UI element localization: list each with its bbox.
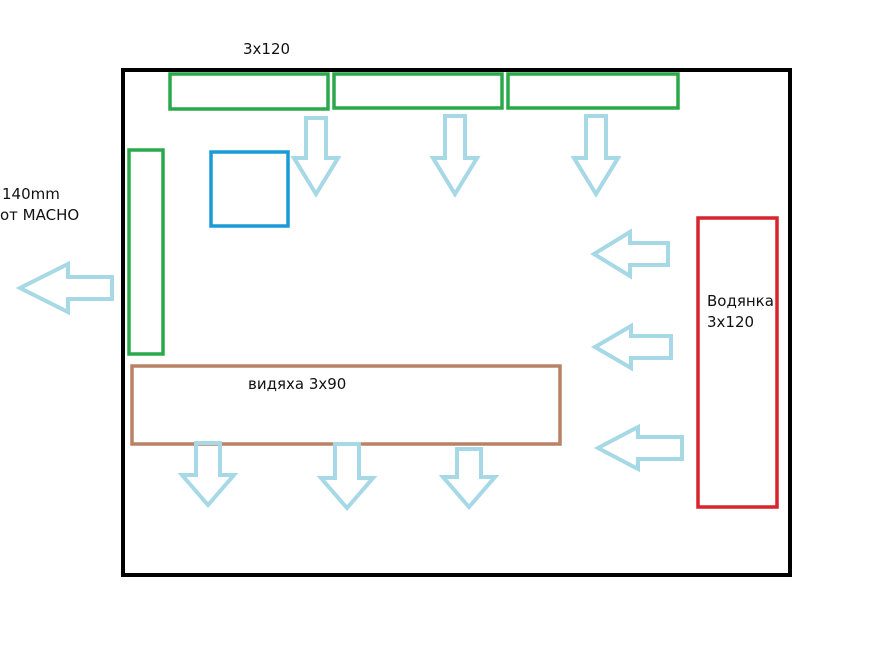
airflow-arrow-top-1 [290, 116, 342, 198]
cpu-cooler [209, 150, 290, 228]
airflow-arrow-rad-3 [593, 423, 684, 473]
top-fan-2 [332, 72, 504, 110]
radiator [696, 216, 779, 509]
top-fan-1 [168, 72, 330, 111]
radiator-label-line2: 3x120 [707, 313, 755, 331]
airflow-arrow-gpu-3 [438, 447, 500, 511]
airflow-arrow-top-3 [570, 114, 622, 198]
airflow-arrow-gpu-2 [316, 442, 378, 512]
rear-fan-label-line2: от MACHO [0, 206, 80, 224]
airflow-arrow-top-2 [429, 114, 481, 198]
gpu-label: видяха 3x90 [248, 375, 347, 393]
top-fan-3 [506, 72, 680, 110]
airflow-arrow-rad-1 [590, 228, 670, 280]
airflow-arrow-rear [15, 260, 114, 316]
rear-fan-label-line1: 140mm [2, 185, 60, 203]
top-fans-label: 3x120 [243, 40, 291, 58]
airflow-arrow-rad-2 [591, 322, 673, 372]
case-outline [121, 68, 792, 577]
rear-fan [127, 148, 165, 356]
airflow-arrow-gpu-1 [177, 441, 239, 509]
radiator-label-line1: Водянка [707, 292, 774, 310]
